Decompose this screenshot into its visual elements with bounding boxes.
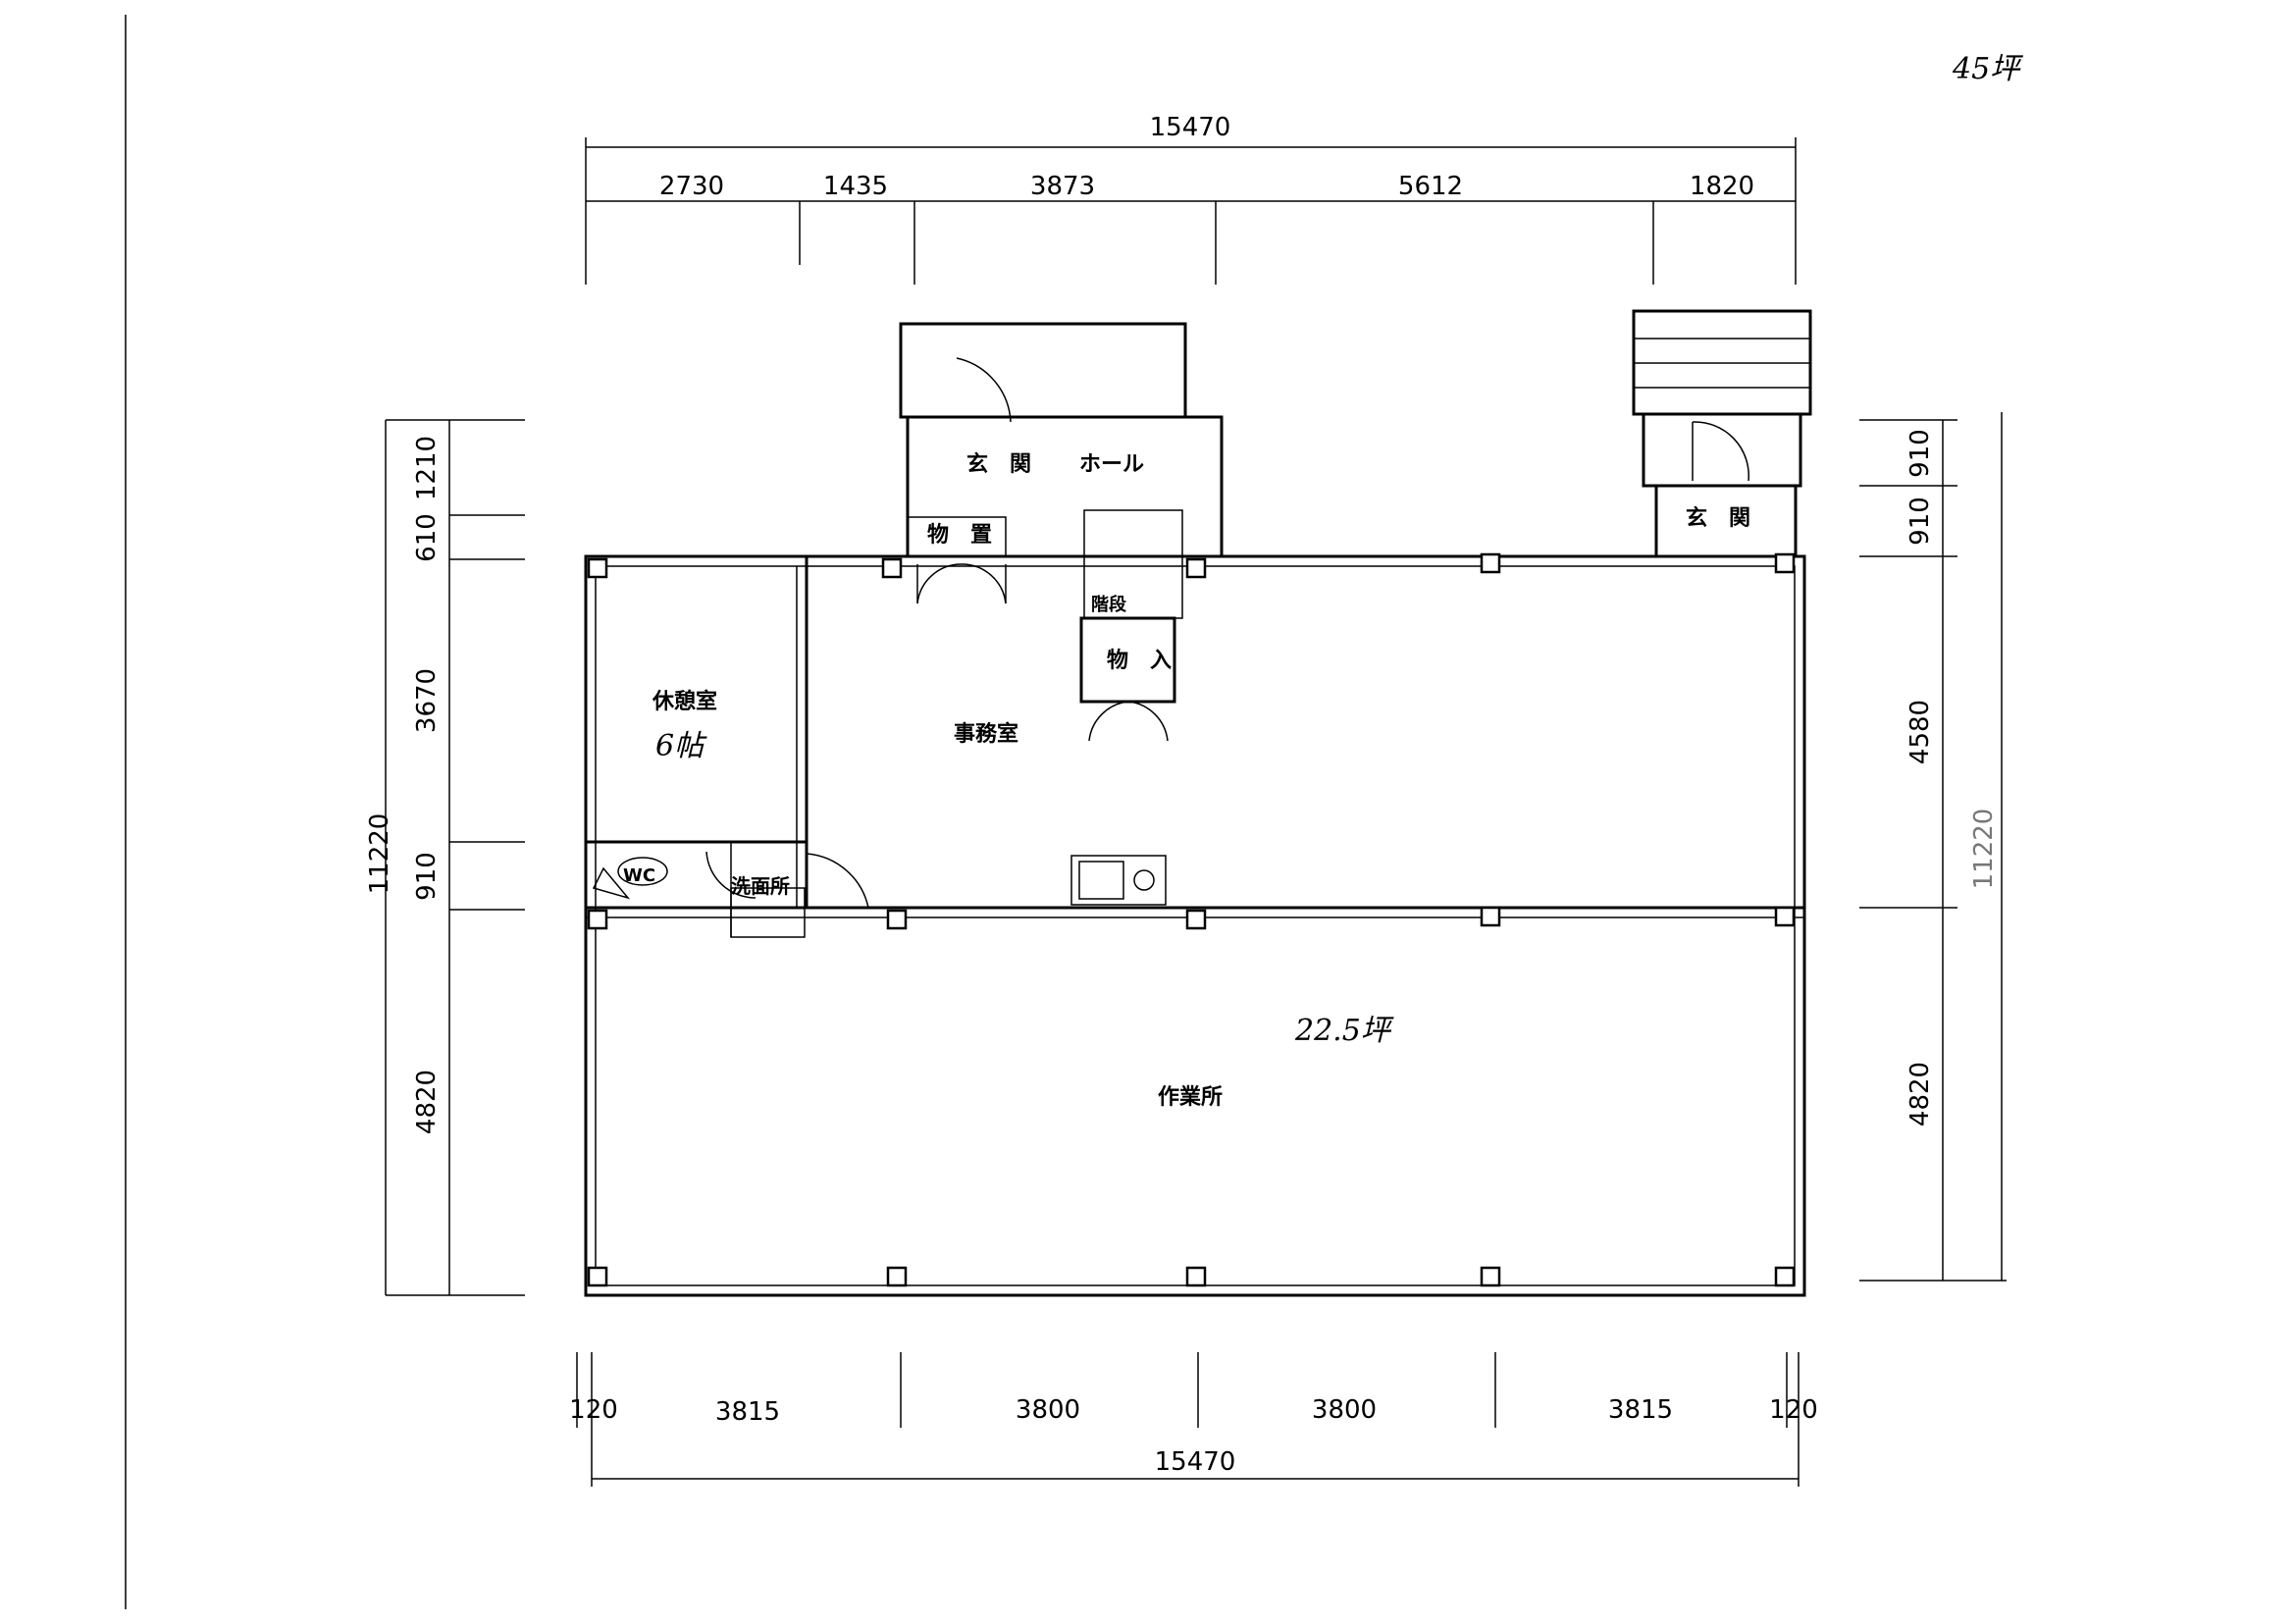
room-label-office: 事務室 bbox=[954, 721, 1018, 747]
bottom-dimension: 120 bbox=[1769, 1395, 1818, 1425]
bottom-dimensions: 120 3815 3800 3800 3815 120 15470 bbox=[569, 1352, 1818, 1487]
bottom-dimension: 3815 bbox=[715, 1397, 780, 1427]
room-label-entrance: 玄 関 bbox=[966, 451, 1031, 477]
bottom-dimension: 120 bbox=[569, 1395, 618, 1425]
right-dimensions: 910 910 4580 4820 11220 bbox=[1859, 412, 2007, 1282]
room-label-closet: 物 入 bbox=[1107, 648, 1172, 673]
building-walls bbox=[584, 552, 1806, 1297]
room-label-washroom: 洗面所 bbox=[731, 874, 790, 898]
top-dimension: 1820 bbox=[1690, 172, 1754, 201]
room-label-workshop: 作業所 bbox=[1158, 1085, 1223, 1110]
top-dimensions: 15470 2730 1435 3873 5612 1820 bbox=[585, 113, 1797, 285]
room-size-break-room: 6帖 bbox=[655, 729, 707, 763]
side-entrance-block bbox=[1632, 309, 1812, 556]
left-dimension: 4820 bbox=[412, 1070, 442, 1134]
right-total-dimension: 11220 bbox=[1969, 809, 1999, 890]
left-total-dimension: 11220 bbox=[365, 813, 394, 895]
left-dimension: 1210 bbox=[412, 436, 442, 500]
room-label-wc: WC bbox=[623, 865, 655, 886]
right-dimension: 910 bbox=[1905, 497, 1935, 546]
bottom-total-dimension: 15470 bbox=[1155, 1447, 1236, 1477]
right-dimension: 4580 bbox=[1905, 700, 1935, 764]
right-dimension: 4820 bbox=[1905, 1062, 1935, 1126]
entrance-hall-block bbox=[899, 322, 1224, 742]
room-label-storage: 物 置 bbox=[927, 522, 992, 548]
bottom-dimension: 3800 bbox=[1312, 1395, 1377, 1425]
top-dimension: 1435 bbox=[823, 172, 888, 201]
room-label-side-entrance: 玄 関 bbox=[1686, 505, 1750, 531]
handwritten-annotation: 45坪 bbox=[1952, 52, 2023, 86]
room-label-break-room: 休憩室 bbox=[652, 689, 717, 714]
left-dimension: 910 bbox=[412, 852, 442, 901]
left-dimensions: 11220 1210 610 3670 910 4820 bbox=[365, 419, 525, 1296]
room-label-stairs: 階段 bbox=[1091, 594, 1127, 615]
bottom-dimension: 3800 bbox=[1016, 1395, 1080, 1425]
top-dimension: 2730 bbox=[659, 172, 724, 201]
top-dimension: 5612 bbox=[1398, 172, 1463, 201]
top-total-dimension: 15470 bbox=[1150, 113, 1231, 142]
right-dimension: 910 bbox=[1905, 429, 1935, 478]
room-label-hall: ホール bbox=[1079, 452, 1144, 477]
bottom-dimension: 3815 bbox=[1608, 1395, 1673, 1425]
left-dimension: 610 bbox=[412, 513, 442, 562]
room-area-workshop: 22.5坪 bbox=[1294, 1014, 1394, 1048]
left-dimension: 3670 bbox=[412, 668, 442, 733]
top-dimension: 3873 bbox=[1030, 172, 1095, 201]
